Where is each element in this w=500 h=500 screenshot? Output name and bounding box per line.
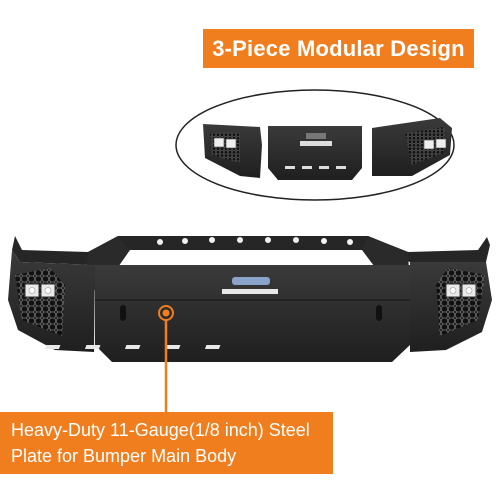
skid-slots — [44, 345, 221, 349]
feature-badge-modular-text: 3-Piece Modular Design — [212, 36, 465, 61]
callout-dot-icon — [158, 305, 174, 412]
feature-badge-modular: 3-Piece Modular Design — [203, 29, 474, 68]
feature-badge-steel-line2: Plate for Bumper Main Body — [11, 446, 237, 466]
main-bumper — [8, 236, 492, 362]
led-light-icon — [24, 283, 56, 298]
left-wing-piece — [203, 124, 262, 178]
center-piece — [268, 126, 362, 180]
feature-badge-steel-line1: Heavy-Duty 11-Gauge(1/8 inch) Steel — [11, 420, 310, 440]
top-bar-holes — [157, 237, 353, 245]
right-wing-piece — [372, 118, 452, 176]
modular-pieces-inset — [175, 89, 455, 201]
feature-badge-steel: Heavy-Duty 11-Gauge(1/8 inch) Steel Plat… — [0, 412, 333, 474]
